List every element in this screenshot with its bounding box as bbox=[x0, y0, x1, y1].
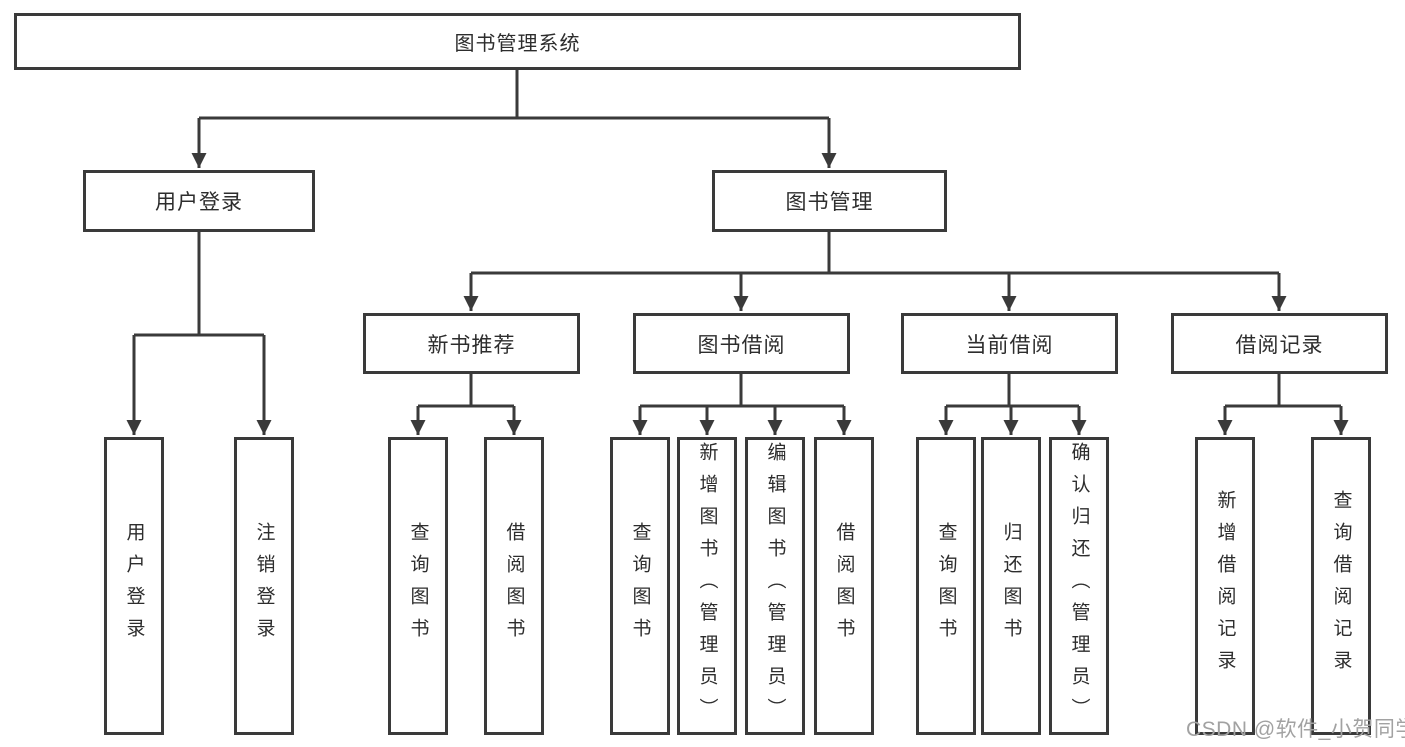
leaf-label: 新增借阅记录 bbox=[1214, 490, 1236, 682]
node-book-management: 图书管理 bbox=[712, 170, 947, 232]
node-new-book-recommend: 新书推荐 bbox=[363, 313, 580, 374]
leaf-label: 查询图书 bbox=[407, 522, 429, 650]
leaf-query-books-current: 查询图书 bbox=[916, 437, 976, 735]
connector-book-management bbox=[471, 232, 1279, 275]
connector-borrow-records bbox=[1225, 374, 1341, 408]
leaf-query-borrow-record: 查询借阅记录 bbox=[1311, 437, 1371, 735]
leaf-query-books-newbook: 查询图书 bbox=[388, 437, 448, 735]
node-book-borrowing: 图书借阅 bbox=[633, 313, 850, 374]
connector-book-borrow bbox=[640, 374, 844, 408]
leaf-query-books-borrowing: 查询图书 bbox=[610, 437, 670, 735]
leaf-label: 查询图书 bbox=[935, 522, 957, 650]
node-root-system: 图书管理系统 bbox=[14, 13, 1021, 70]
leaf-edit-book-admin: 编辑图书（管理员） bbox=[745, 437, 805, 735]
leaf-return-books: 归还图书 bbox=[981, 437, 1041, 735]
node-user-login: 用户登录 bbox=[83, 170, 315, 232]
connector-new-book bbox=[418, 374, 514, 408]
leaf-logout: 注销登录 bbox=[234, 437, 294, 735]
leaf-label: 借阅图书 bbox=[503, 522, 525, 650]
leaf-label: 注销登录 bbox=[253, 522, 275, 650]
leaf-add-borrow-record: 新增借阅记录 bbox=[1195, 437, 1255, 735]
leaf-label: 新增图书（管理员） bbox=[696, 442, 718, 730]
leaf-add-book-admin: 新增图书（管理员） bbox=[677, 437, 737, 735]
leaf-label: 编辑图书（管理员） bbox=[764, 442, 786, 730]
connector-root bbox=[199, 70, 829, 120]
node-current-borrowing: 当前借阅 bbox=[901, 313, 1118, 374]
leaf-user-login: 用户登录 bbox=[104, 437, 164, 735]
watermark: CSDN @软件_小贺同学 bbox=[1186, 718, 1405, 741]
leaf-borrow-books-newbook: 借阅图书 bbox=[484, 437, 544, 735]
leaf-confirm-return-admin: 确认归还（管理员） bbox=[1049, 437, 1109, 735]
connector-user-login bbox=[134, 232, 264, 337]
leaf-label: 用户登录 bbox=[123, 522, 145, 650]
leaf-label: 归还图书 bbox=[1000, 522, 1022, 650]
leaf-label: 查询借阅记录 bbox=[1330, 490, 1352, 682]
connector-current-borrow bbox=[946, 374, 1079, 408]
leaf-label: 确认归还（管理员） bbox=[1068, 442, 1090, 730]
leaf-label: 查询图书 bbox=[629, 522, 651, 650]
node-borrowing-records: 借阅记录 bbox=[1171, 313, 1388, 374]
leaf-label: 借阅图书 bbox=[833, 522, 855, 650]
leaf-borrow-books-borrowing: 借阅图书 bbox=[814, 437, 874, 735]
